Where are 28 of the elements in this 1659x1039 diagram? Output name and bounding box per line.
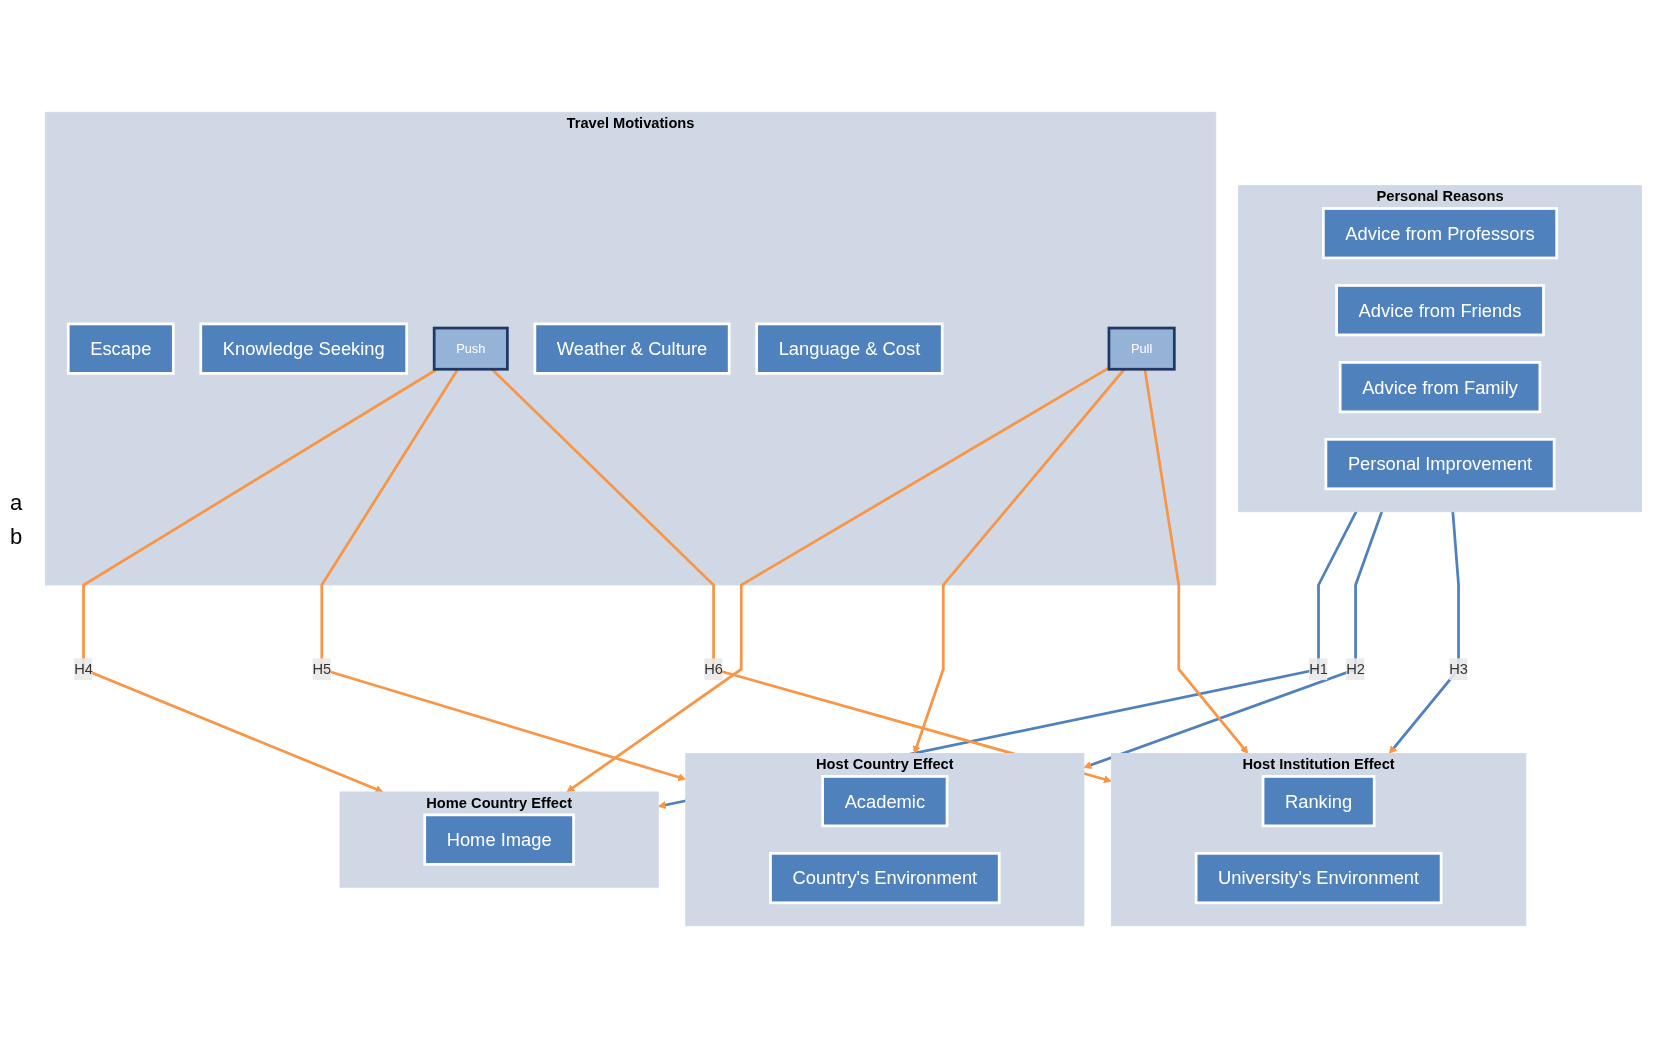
edge-label: H6: [704, 661, 724, 678]
node-box: Language & Cost: [755, 323, 944, 376]
node-box: Weather & Culture: [533, 323, 731, 376]
path-letter: b: [10, 523, 23, 550]
node-box: Advice from Family: [1339, 361, 1542, 414]
node-box: Escape: [67, 323, 175, 376]
edge-label: H4: [74, 661, 94, 678]
edge-label: H3: [1449, 661, 1469, 678]
edge-label: H1: [1309, 661, 1329, 678]
edge-label: H5: [312, 661, 332, 678]
node-box: Advice from Friends: [1335, 284, 1546, 337]
arrow: [1083, 511, 1384, 770]
node-box: Country's Environment: [769, 852, 1001, 905]
arrow: [320, 369, 687, 782]
node-box: Pull: [1107, 327, 1176, 372]
node-box: Knowledge Seeking: [199, 323, 409, 376]
arrow: [82, 368, 438, 794]
node-box: Academic: [821, 775, 949, 828]
arrow: [1389, 512, 1461, 755]
path-letter: a: [10, 489, 23, 516]
node-box: Push: [433, 327, 509, 372]
arrow: [1143, 369, 1249, 755]
node-box: University's Environment: [1195, 852, 1443, 905]
node-box: Personal Improvement: [1324, 438, 1556, 491]
edge-label: H2: [1346, 661, 1366, 678]
node-box: Ranking: [1261, 775, 1376, 828]
node-box: Advice from Professors: [1322, 207, 1559, 260]
node-box: Home Image: [423, 814, 576, 867]
